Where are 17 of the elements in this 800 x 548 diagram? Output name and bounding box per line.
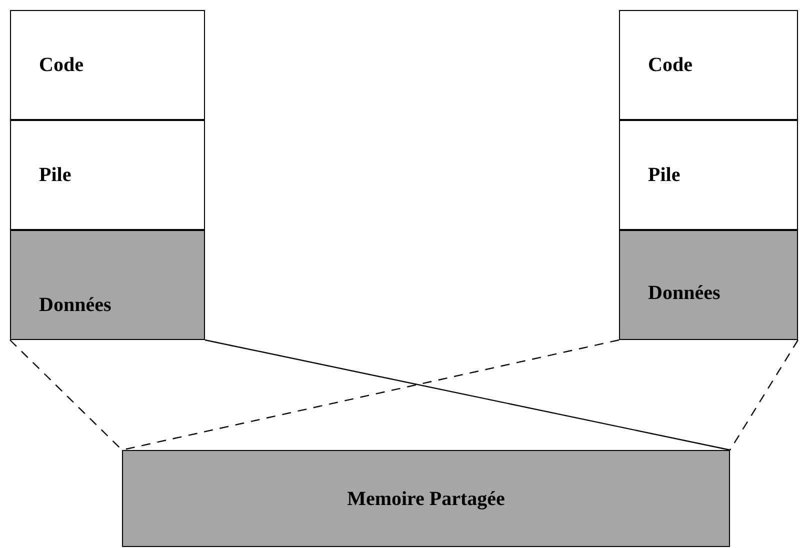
segment-label: Données [648, 281, 720, 306]
memory-segment [619, 230, 798, 340]
segment-label: Pile [648, 163, 680, 188]
connector-line [729, 340, 799, 450]
memory-segment [10, 120, 205, 230]
connector-line [10, 340, 122, 450]
connector-line [204, 339, 730, 451]
segment-label: Pile [39, 163, 72, 188]
segment-label: Données [39, 293, 112, 318]
segment-label: Memoire Partagée [347, 486, 505, 512]
segment-label: Code [39, 53, 84, 78]
memory-segment [619, 10, 798, 120]
memory-segment [619, 120, 798, 230]
memory-segment [10, 230, 205, 340]
segment-label: Code [648, 53, 692, 78]
memory-segment [10, 10, 205, 120]
memory-segment [122, 450, 730, 547]
